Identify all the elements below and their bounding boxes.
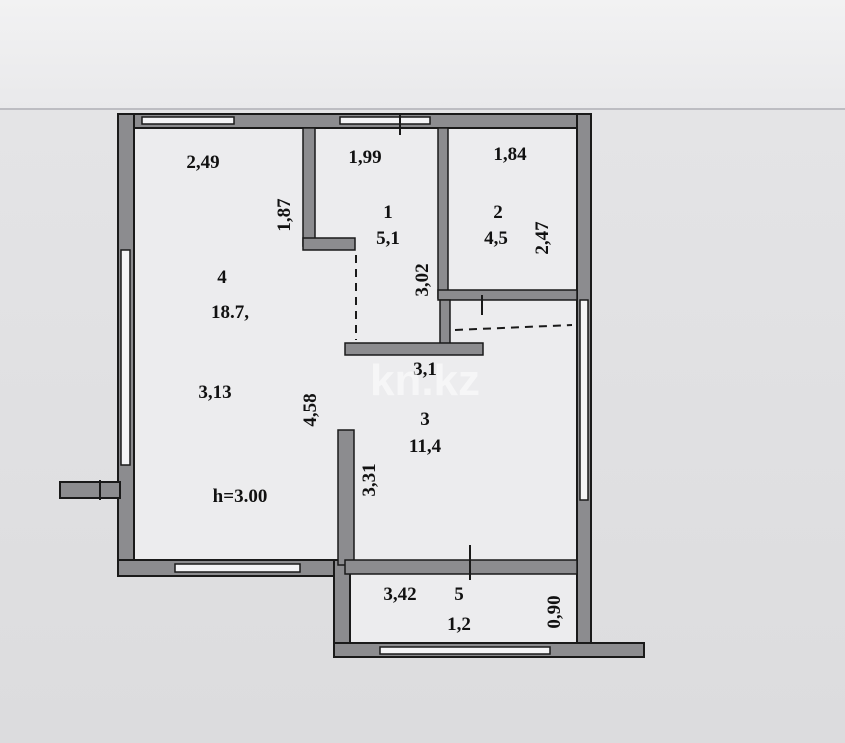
room-2-area: 4,5 <box>484 228 508 249</box>
room-5-number: 5 <box>454 584 464 605</box>
paper-top-background <box>0 0 845 110</box>
room-3-area: 11,4 <box>409 436 442 457</box>
room-1-area: 5,1 <box>376 228 400 249</box>
dimension-label: 0,90 <box>544 595 565 628</box>
dimension-label: 2,47 <box>532 221 553 255</box>
dimension-label: 3,1 <box>413 359 437 380</box>
door-markers <box>99 115 573 580</box>
dimension-label: 3,02 <box>412 263 433 296</box>
room-5-area: 1,2 <box>447 614 471 635</box>
watermark: kn.kz <box>370 356 480 405</box>
dimension-label: 4,58 <box>300 393 321 426</box>
room-4-area: 18.7, <box>211 302 249 323</box>
dimension-label: 3,31 <box>359 463 380 496</box>
room-3-number: 3 <box>420 409 430 430</box>
dimension-label: 1,84 <box>493 144 527 165</box>
dimension-label: 2,49 <box>186 152 219 173</box>
room-1-number: 1 <box>383 202 393 223</box>
windows <box>120 116 589 655</box>
room-4-number: 4 <box>217 267 227 288</box>
interior-walls <box>302 127 578 575</box>
dimension-label: 1,87 <box>274 198 295 232</box>
ceiling-height-label: h=3.00 <box>213 486 268 507</box>
room-2-number: 2 <box>493 202 503 223</box>
dimension-label: 1,99 <box>348 147 381 168</box>
dimension-label: 3,13 <box>198 382 231 403</box>
dimension-label: 3,42 <box>383 584 416 605</box>
